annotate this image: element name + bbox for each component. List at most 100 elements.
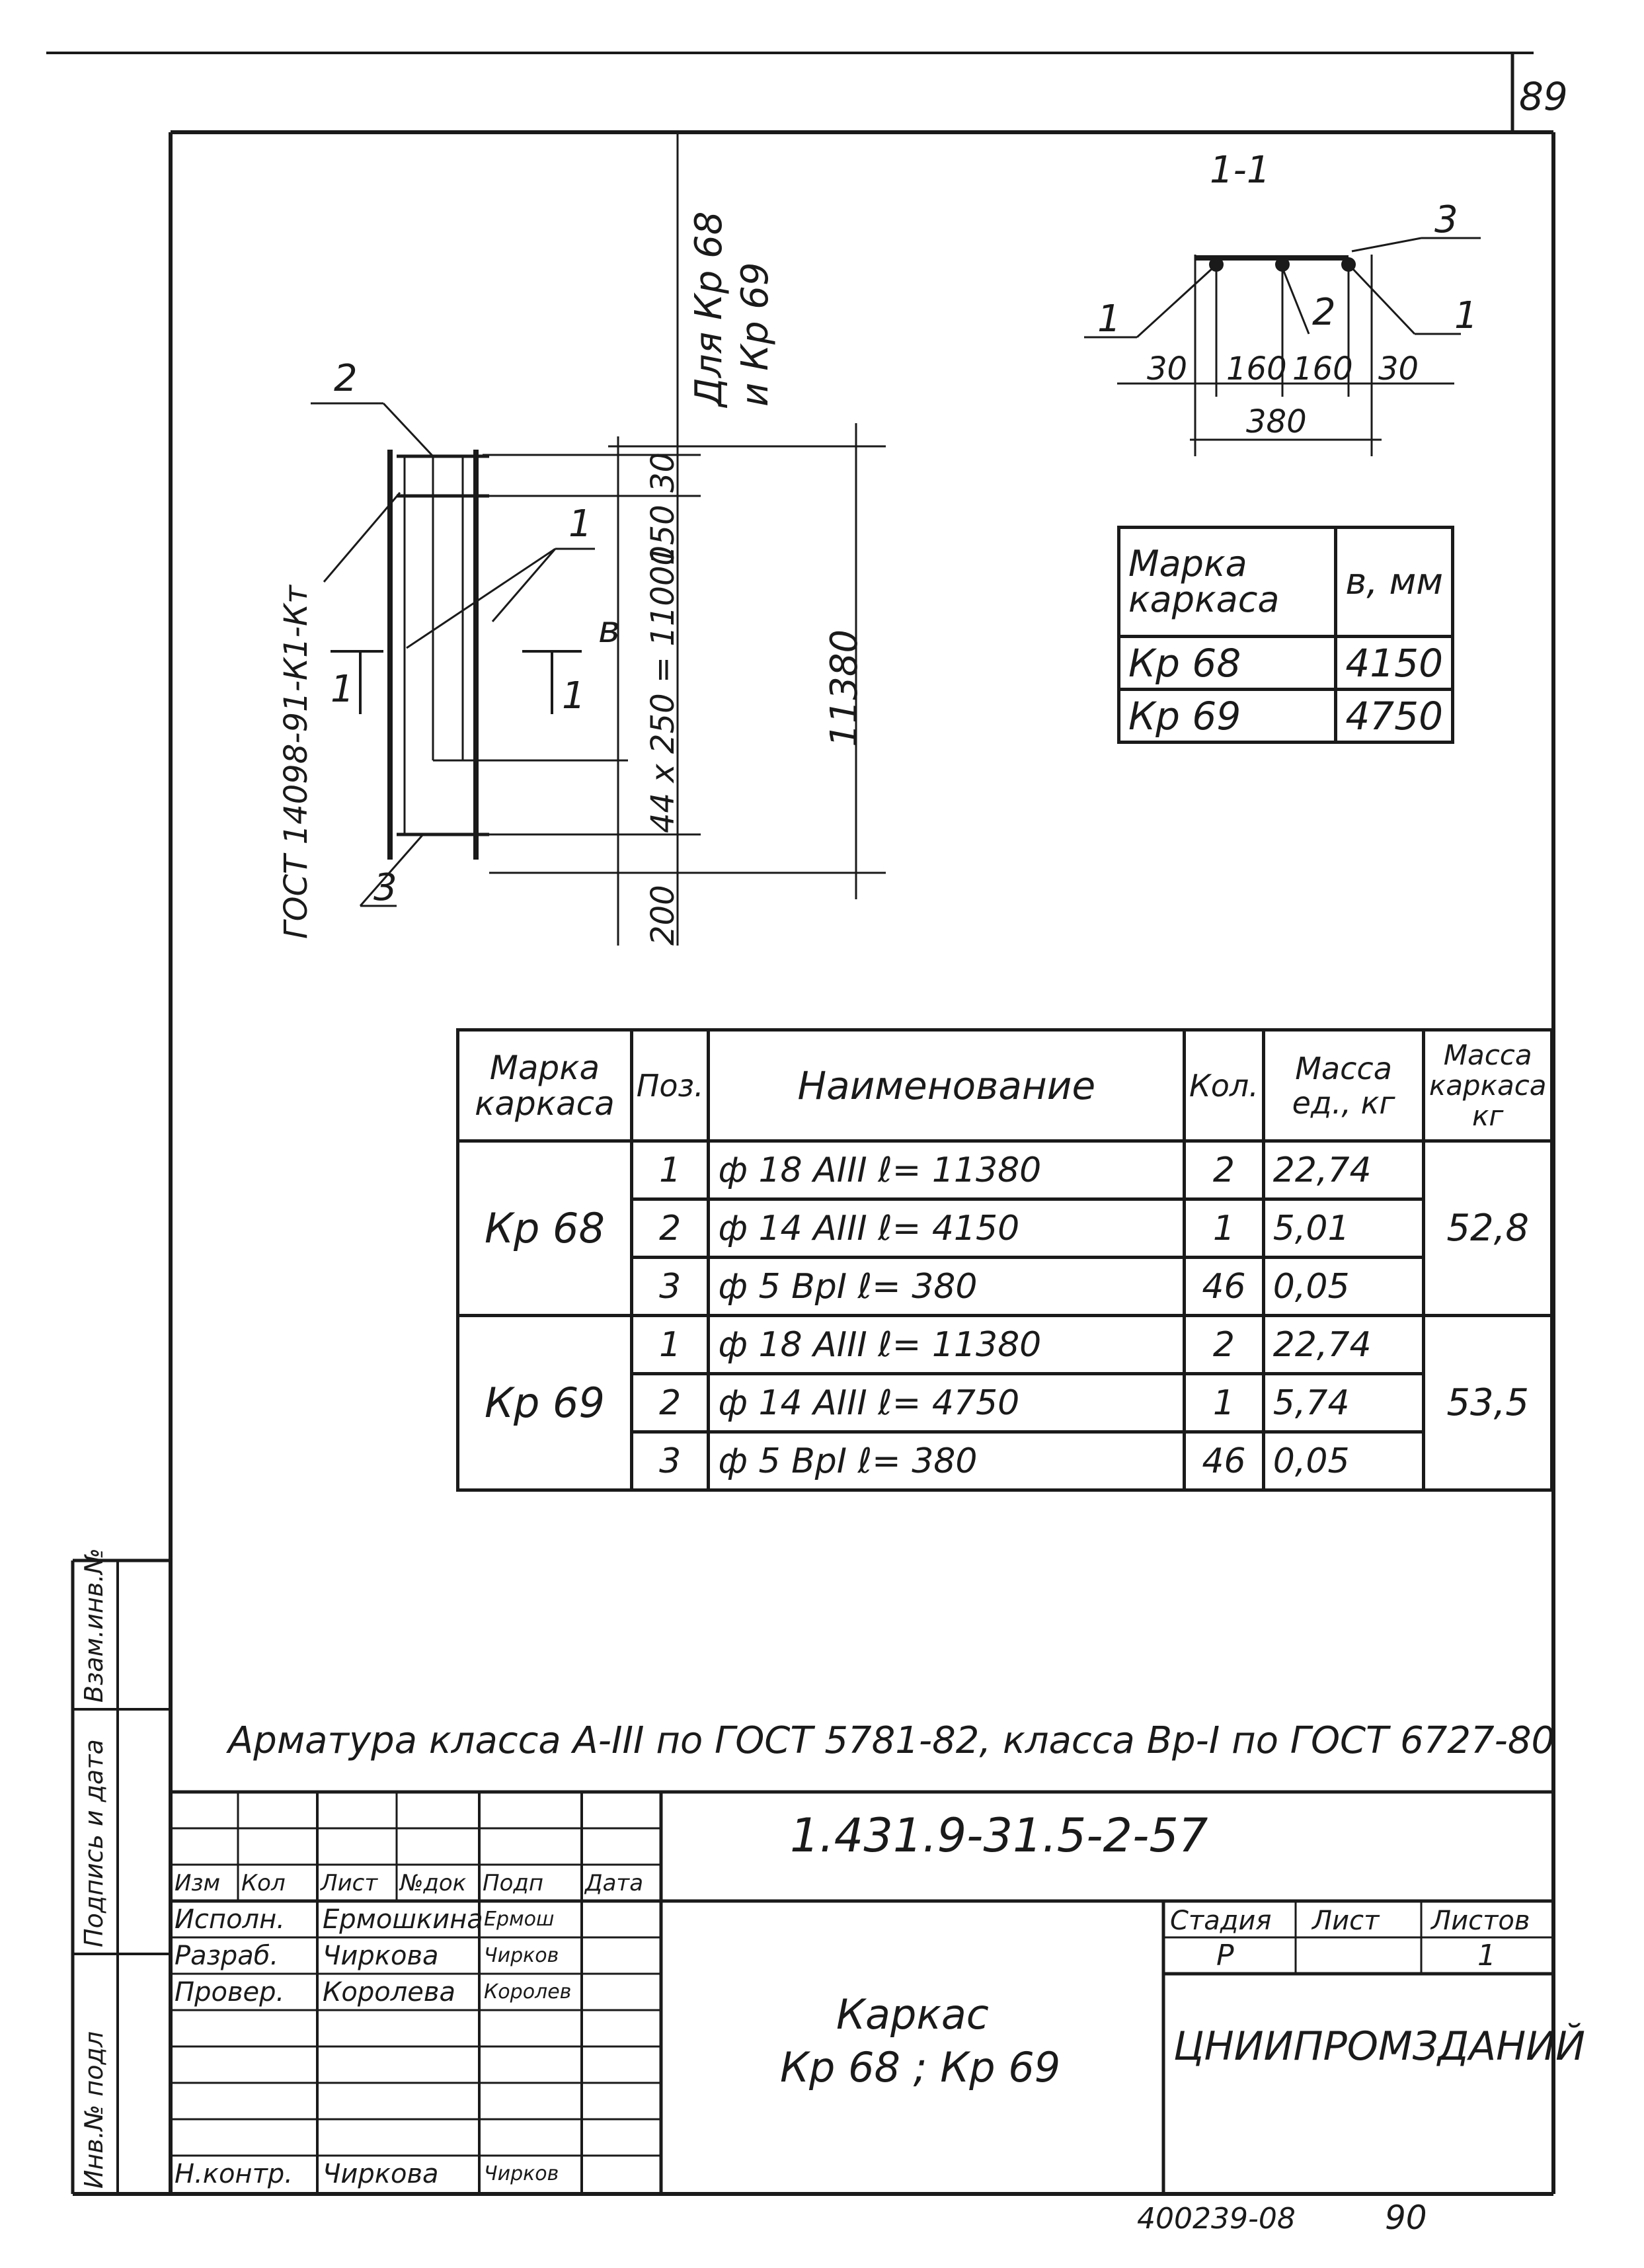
- b-table-header: Марка каркаса в, мм: [1116, 526, 1454, 638]
- spec-pos: 3: [629, 1256, 711, 1317]
- spec-mass: 5,01: [1261, 1197, 1426, 1259]
- tb-col-doc: №док: [400, 1870, 467, 1896]
- section-leader-1: 1: [1097, 298, 1121, 341]
- section-title: 1-1: [1210, 149, 1271, 192]
- b-table-header-mark: Марка каркаса: [1116, 526, 1338, 638]
- section-leader-2: 2: [1312, 291, 1336, 334]
- tb-person: Чиркова: [323, 2159, 439, 2189]
- b-table: Марка каркаса в, мм Кр 68 4150 Кр 69 475…: [1116, 526, 1454, 744]
- gost-reference: ГОСТ 14098-91-К1-Кт: [278, 585, 315, 939]
- b-table-row: Кр 68 4150: [1116, 635, 1454, 691]
- tb-role: Н.контр.: [175, 2159, 293, 2189]
- dim-200: 200: [645, 885, 682, 946]
- b-table-value: 4750: [1334, 688, 1454, 744]
- spec-qty: 2: [1183, 1139, 1265, 1201]
- reinforcement-note: Арматура класса А-III по ГОСТ 5781-82, к…: [228, 1719, 1555, 1762]
- spec-pos: 2: [629, 1372, 711, 1434]
- spec-header-mark: Марка каркаса: [456, 1028, 633, 1143]
- tb-sheets-label: Листов: [1431, 1906, 1530, 1936]
- tb-stage-label: Стадия: [1170, 1906, 1272, 1936]
- b-table-mark: Кр 68: [1116, 635, 1338, 691]
- drawing-code: 1.431.9-31.5-2-57: [790, 1808, 1208, 1863]
- spec-name: ф 18 АIII ℓ= 11380: [707, 1139, 1187, 1201]
- dim-overall: 11380: [823, 629, 866, 747]
- spec-header-pos: Поз.: [629, 1028, 711, 1143]
- tb-role: Разраб.: [175, 1941, 279, 1971]
- spec-header-unit-mass: Масса ед., кг: [1261, 1028, 1426, 1143]
- spec-qty: 1: [1183, 1372, 1265, 1434]
- tb-col-kol: Кол: [241, 1870, 286, 1896]
- note-bottom: и Кр 69: [734, 262, 777, 407]
- spec-mark-kr68: Кр 68: [456, 1139, 633, 1317]
- spec-name: ф 14 АIII ℓ= 4750: [707, 1372, 1187, 1434]
- b-table-mark: Кр 69: [1116, 688, 1338, 744]
- tb-sheets: 1: [1477, 1939, 1496, 1972]
- tb-person: Королева: [323, 1977, 455, 2007]
- spec-mass: 5,74: [1261, 1372, 1426, 1434]
- section-1-1: [1084, 237, 1481, 456]
- spec-mass: 0,05: [1261, 1256, 1426, 1317]
- spec-header-name: Наименование: [707, 1028, 1187, 1143]
- tb-signature: Чирков: [484, 2162, 559, 2185]
- spec-name: ф 5 ВрI ℓ= 380: [707, 1256, 1187, 1317]
- tb-person: Чиркова: [323, 1941, 439, 1971]
- spec-name: ф 5 ВрI ℓ= 380: [707, 1430, 1187, 1492]
- spec-row: 2 ф 14 АIII ℓ= 4750 1 5,74: [458, 1372, 1552, 1434]
- cage-elevation: [311, 132, 886, 946]
- pos-label-2: 2: [334, 357, 358, 400]
- spec-pos: 2: [629, 1197, 711, 1259]
- spec-mass: 22,74: [1261, 1139, 1426, 1201]
- section-leader-1b: 1: [1454, 294, 1478, 337]
- section-dim-160-left: 160: [1226, 350, 1287, 387]
- section-dim-30-right: 30: [1378, 350, 1419, 387]
- spec-qty: 2: [1183, 1314, 1265, 1375]
- spec-total-kr69: 53,5: [1422, 1314, 1553, 1492]
- dim-30: 30: [645, 452, 682, 493]
- spec-header-qty: Кол.: [1183, 1028, 1265, 1143]
- tb-signature: Чирков: [484, 1944, 559, 1967]
- tb-col-izm: Изм: [175, 1870, 221, 1896]
- section-dim-30-left: 30: [1147, 350, 1188, 387]
- side-label-replace: Взам.инв.№: [79, 1548, 108, 1703]
- tb-person: Ермошкина: [323, 1904, 483, 1935]
- footer-page: 90: [1385, 2199, 1427, 2237]
- footer-code: 400239-08: [1137, 2202, 1296, 2236]
- tb-role: Исполн.: [175, 1904, 285, 1935]
- section-dim-160-right: 160: [1292, 350, 1353, 387]
- tb-col-list: Лист: [321, 1870, 378, 1896]
- b-table-row: Кр 69 4750: [1116, 688, 1454, 744]
- tb-stage: Р: [1216, 1939, 1234, 1972]
- spec-total-kr68: 52,8: [1422, 1139, 1553, 1317]
- sheet-number: 89: [1519, 74, 1568, 119]
- spec-pos: 3: [629, 1430, 711, 1492]
- tb-col-sign: Подп: [483, 1870, 544, 1896]
- tb-signature: Ермош: [484, 1908, 555, 1931]
- spec-qty: 46: [1183, 1256, 1265, 1317]
- cut-label-right: 1: [562, 674, 586, 717]
- spec-mass: 0,05: [1261, 1430, 1426, 1492]
- spec-mass: 22,74: [1261, 1314, 1426, 1375]
- section-leader-3: 3: [1434, 198, 1458, 241]
- side-label-sign: Подпись и дата: [79, 1739, 108, 1947]
- section-dim-total: 380: [1246, 403, 1307, 440]
- spec-name: ф 14 АIII ℓ= 4150: [707, 1197, 1187, 1259]
- spec-row: 3 ф 5 ВрI ℓ= 380 46 0,05: [458, 1256, 1552, 1317]
- tb-signature: Королев: [484, 1980, 572, 2004]
- cut-label-left: 1: [331, 668, 354, 711]
- dim-spacing: 44 х 250 = 11000: [645, 545, 682, 833]
- tb-col-date: Дата: [585, 1870, 644, 1896]
- spec-header-total-mass: Масса каркаса кг: [1422, 1028, 1553, 1143]
- pos-label-1: 1: [568, 503, 592, 546]
- spec-name: ф 18 АIII ℓ= 11380: [707, 1314, 1187, 1375]
- b-label: в: [598, 608, 621, 651]
- spec-row: 2 ф 14 АIII ℓ= 4150 1 5,01: [458, 1197, 1552, 1259]
- tb-organization: ЦНИИПРОМЗДАНИЙ: [1173, 2023, 1586, 2070]
- note-top: Для Кр 68: [687, 211, 730, 407]
- spec-table-header: Марка каркаса Поз. Наименование Кол. Мас…: [456, 1028, 1553, 1143]
- spec-qty: 46: [1183, 1430, 1265, 1492]
- spec-row: 3 ф 5 ВрI ℓ= 380 46 0,05: [458, 1430, 1552, 1492]
- tb-name-line1: Каркас: [836, 1990, 989, 2039]
- tb-name-line2: Кр 68 ; Кр 69: [780, 2043, 1061, 2091]
- tb-sheet-label: Лист: [1312, 1906, 1380, 1936]
